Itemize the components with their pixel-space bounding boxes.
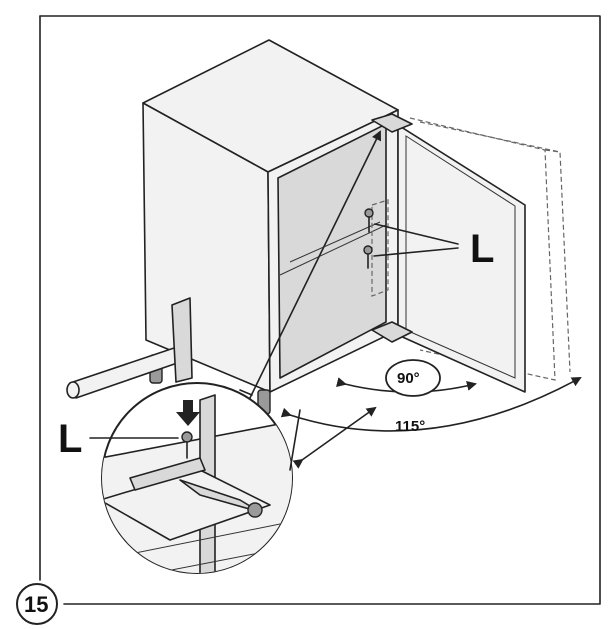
frame-border xyxy=(39,15,601,605)
detail-magnifier xyxy=(101,382,293,574)
hinge-bottom xyxy=(371,321,413,343)
screw-bottom xyxy=(363,245,373,269)
diagonal-arrow xyxy=(247,130,381,403)
leader-lines-top xyxy=(373,223,459,257)
magnifier-connectors xyxy=(239,389,301,471)
door-ghost-outline xyxy=(409,117,571,381)
step-number-badge xyxy=(16,583,58,625)
screw-label-top: L xyxy=(470,227,494,271)
screw-top xyxy=(364,208,374,233)
mounting-rail xyxy=(66,297,193,399)
push-double-arrow xyxy=(292,406,377,469)
angle-label-115: 115° xyxy=(395,418,425,435)
screw-label-bottom: L xyxy=(58,417,82,461)
hinge-top xyxy=(371,113,413,133)
angle-label-90: 90° xyxy=(397,370,420,387)
step-number: 15 xyxy=(24,592,48,617)
